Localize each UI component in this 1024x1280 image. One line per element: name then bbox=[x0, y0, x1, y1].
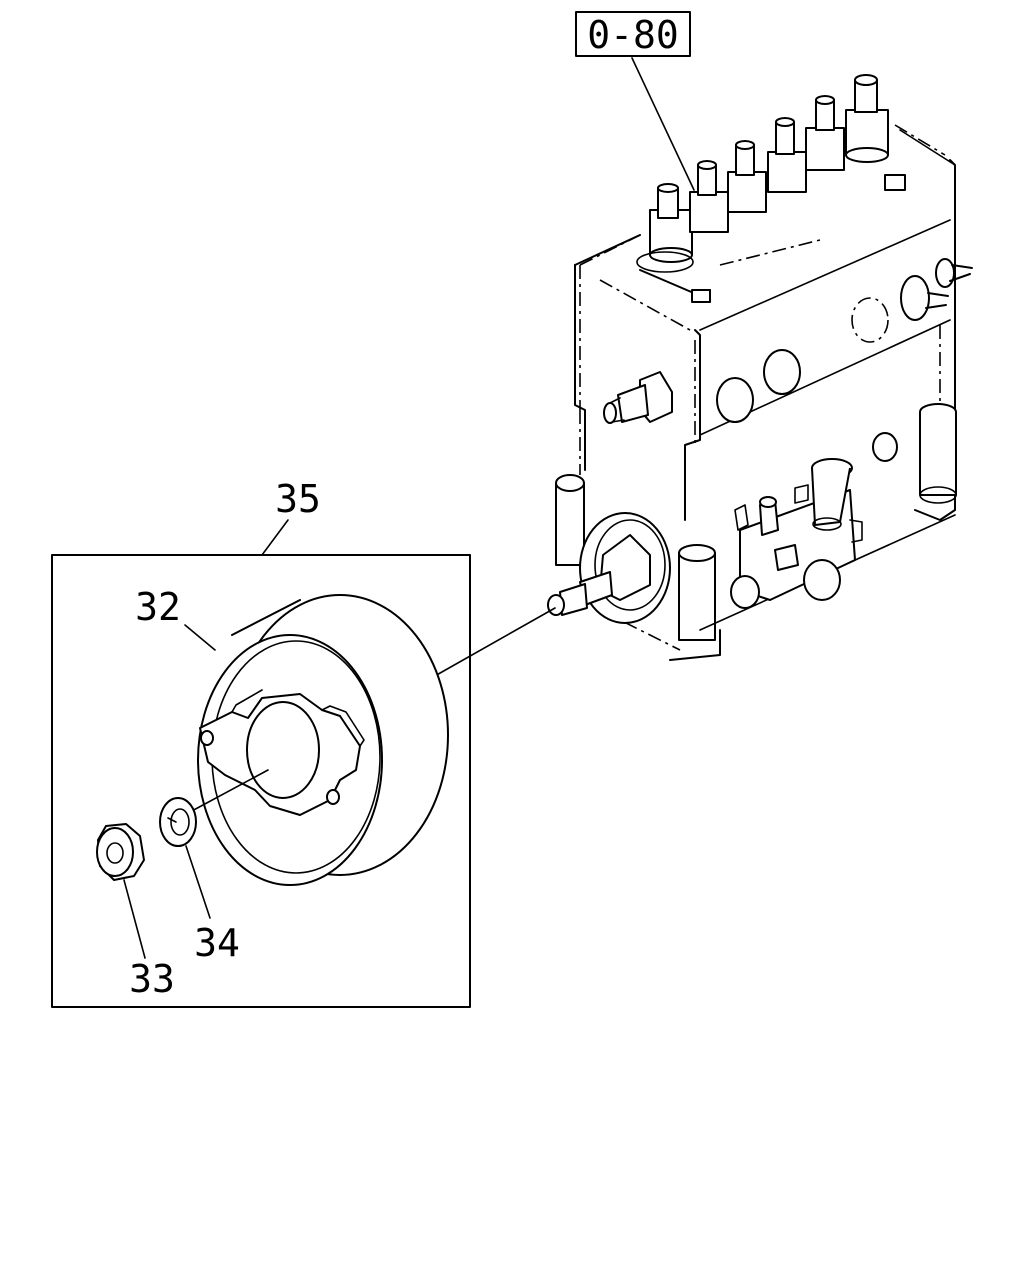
camshaft-drive-end bbox=[547, 512, 671, 624]
callout-34: 34 bbox=[194, 921, 240, 965]
lock-washer-34[interactable] bbox=[159, 797, 197, 847]
top-bracket-right bbox=[884, 174, 906, 191]
feed-pump-assembly bbox=[730, 458, 863, 609]
pump-front-foot bbox=[669, 629, 721, 661]
front-boss-left bbox=[555, 474, 585, 492]
timer-drum-32[interactable] bbox=[197, 594, 449, 886]
callout-32: 32 bbox=[135, 585, 181, 629]
pump-hidden-edge-center bbox=[719, 239, 821, 266]
callout-33: 33 bbox=[129, 957, 175, 1001]
pump-hidden-edge-back bbox=[894, 124, 946, 156]
reference-box-frame bbox=[575, 11, 691, 57]
right-fitting-lower bbox=[900, 275, 930, 321]
callout-35: 35 bbox=[275, 477, 321, 521]
nut-face bbox=[96, 827, 134, 877]
washer-inner bbox=[170, 808, 190, 836]
pump-front-step bbox=[684, 329, 701, 521]
callout-35-leader bbox=[261, 519, 289, 556]
right-fitting-upper bbox=[935, 258, 955, 288]
side-nipple-fitting bbox=[603, 371, 673, 424]
reference-box[interactable]: 0-80 bbox=[575, 11, 691, 57]
callout-33-leader bbox=[123, 879, 146, 959]
shaft-alignment-line bbox=[425, 607, 556, 682]
top-bracket-left bbox=[691, 289, 711, 303]
face-plug-3 bbox=[872, 432, 898, 462]
hub-bore bbox=[246, 701, 320, 799]
pump-top-back-edge bbox=[899, 129, 956, 166]
pump-top-left-edge bbox=[574, 234, 641, 266]
face-plug-hidden bbox=[851, 297, 889, 343]
assembly-box-35[interactable] bbox=[51, 554, 471, 1008]
delivery-valve-holders bbox=[636, 74, 889, 273]
callout-32-leader bbox=[184, 624, 216, 651]
injection-pump bbox=[547, 74, 973, 661]
callout-34-leader bbox=[185, 845, 211, 919]
reference-leader-line bbox=[631, 57, 695, 191]
nut-thread bbox=[106, 842, 124, 864]
hub-centre-line bbox=[189, 769, 269, 813]
front-boss-right bbox=[678, 544, 716, 562]
hub-bolt-hole-left bbox=[200, 730, 214, 746]
pump-upper-edge bbox=[699, 219, 951, 331]
right-vertical-tube bbox=[919, 403, 957, 504]
pump-hidden-edge-base bbox=[599, 609, 681, 651]
washer-outer bbox=[159, 797, 197, 847]
pump-left-face bbox=[574, 264, 586, 471]
face-plug-1 bbox=[763, 349, 801, 395]
pump-hidden-edge-diag bbox=[599, 279, 691, 331]
reference-box-label: 0-80 bbox=[587, 13, 679, 57]
hub-bolt-hole-right bbox=[326, 789, 340, 805]
nut-33[interactable] bbox=[96, 823, 145, 881]
face-plug-2 bbox=[716, 377, 754, 423]
